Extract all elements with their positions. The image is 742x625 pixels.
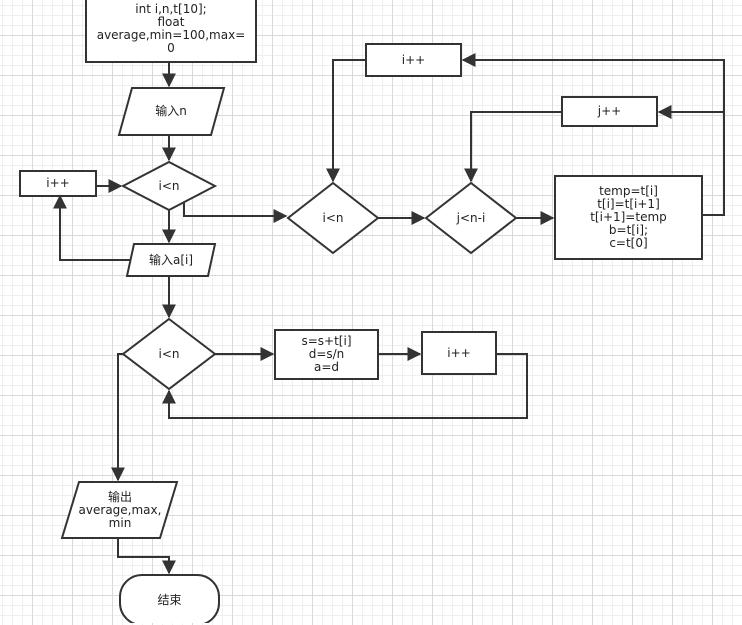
- edge-swap-to-outer-increment: [461, 53, 725, 216]
- edge-inner-increment-to-inner-loop: [464, 111, 562, 183]
- edge-sum-increment-back-to-sum-loop: [162, 353, 528, 419]
- init-process-box[interactable]: [85, 0, 257, 63]
- edge-output-to-end: [117, 538, 176, 575]
- edge-outer-increment-to-outer-loop: [326, 59, 366, 183]
- end-terminator[interactable]: [119, 574, 220, 623]
- sum-loop-decision[interactable]: [121, 317, 217, 391]
- edge-read-loop-to-outer-loop: [183, 203, 288, 223]
- edge-input-a-to-read-increment: [53, 194, 131, 261]
- swap-process-box[interactable]: [554, 175, 703, 260]
- edge-sum-loop-to-output: [111, 353, 125, 482]
- input-a-parallelogram[interactable]: [125, 243, 217, 277]
- outer-increment-box[interactable]: [365, 43, 462, 77]
- sum-process-box[interactable]: [274, 329, 379, 380]
- inner-increment-box[interactable]: [561, 96, 658, 127]
- read-increment-box[interactable]: [19, 170, 97, 197]
- outer-loop-decision[interactable]: [286, 181, 380, 255]
- inner-loop-decision[interactable]: [424, 181, 518, 255]
- output-parallelogram[interactable]: [60, 481, 179, 539]
- input-n-parallelogram[interactable]: [117, 87, 226, 136]
- sum-increment-box[interactable]: [421, 331, 497, 375]
- read-loop-decision[interactable]: [120, 160, 218, 212]
